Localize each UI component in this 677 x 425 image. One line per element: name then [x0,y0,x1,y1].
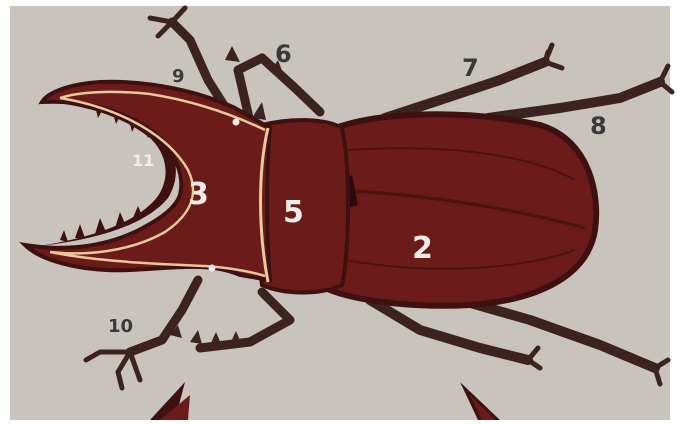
label-rear-leg-upper: 8 [590,112,607,140]
label-front-leg-lower: 10 [108,316,133,337]
label-elytra: 2 [412,231,433,266]
eye-lower [209,265,216,272]
label-mandible: 11 [132,151,154,170]
label-head: 3 [188,177,209,212]
elytra [330,114,596,305]
label-antenna-top: 6 [275,40,292,68]
eye-upper [233,119,240,126]
label-mid-leg-upper: 7 [462,54,479,82]
label-pronotum: 5 [283,195,304,230]
label-front-leg-upper: 9 [172,66,185,87]
